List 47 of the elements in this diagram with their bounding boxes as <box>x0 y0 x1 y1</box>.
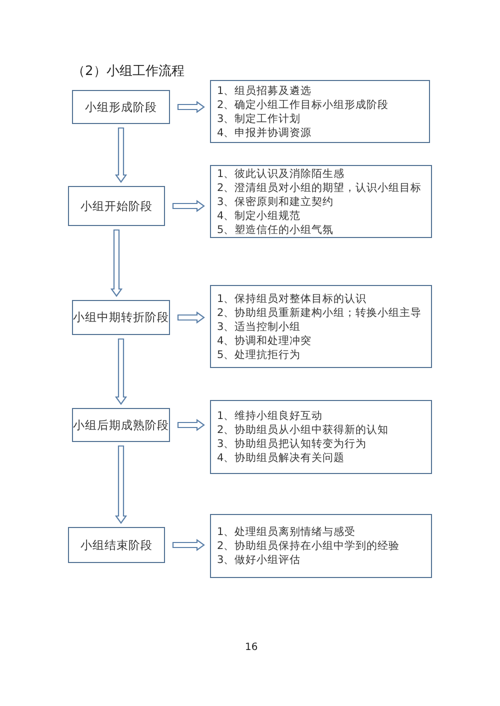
diagram-title: （2）小组工作流程 <box>72 63 184 80</box>
task-item: 2、澄清组员对小组的期望，认识小组目标 <box>217 180 423 194</box>
task-item: 3、做好小组评估 <box>217 553 302 567</box>
task-item: 5、塑造信任的小组气氛 <box>217 222 335 236</box>
stage-box <box>72 408 170 442</box>
task-list-box <box>210 285 432 368</box>
task-item: 1、组员招募及遴选 <box>217 84 313 98</box>
task-item: 4、协助组员解决有关问题 <box>217 451 346 465</box>
task-item: 2、协助组员保持在小组中学到的经验 <box>217 539 401 553</box>
task-list-box <box>210 514 432 578</box>
hollow-arrow <box>114 338 128 405</box>
stage-box <box>68 527 165 563</box>
task-item: 2、确定小组工作目标小组形成阶段 <box>217 98 390 112</box>
stage-label: 小组后期成熟阶段 <box>73 418 169 432</box>
hollow-arrow <box>177 418 205 432</box>
task-item: 2、协助组员从小组中获得新的认知 <box>217 423 390 437</box>
task-item: 4、制定小组规范 <box>217 208 302 222</box>
hollow-arrow <box>114 127 128 183</box>
task-item: 3、适当控制小组 <box>217 320 302 334</box>
stage-box <box>72 300 170 335</box>
hollow-arrow <box>110 229 123 297</box>
task-list-box <box>210 80 430 143</box>
task-item: 3、协助组员把认知转变为行为 <box>217 437 368 451</box>
stage-label: 小组中期转折阶段 <box>73 310 169 325</box>
stage-box <box>72 90 170 124</box>
task-item: 1、保持组员对整体目标的认识 <box>217 292 368 306</box>
hollow-arrow <box>172 538 205 552</box>
task-item: 3、保密原则和建立契约 <box>217 194 335 208</box>
hollow-arrow <box>177 311 205 324</box>
task-item: 1、维持小组良好互动 <box>217 409 324 423</box>
task-item: 3、制定工作计划 <box>217 112 302 126</box>
stage-label: 小组形成阶段 <box>85 100 157 114</box>
hollow-arrow <box>114 445 128 524</box>
task-item: 1、处理组员离别情绪与感受 <box>217 525 357 539</box>
stage-label: 小组结束阶段 <box>80 538 152 552</box>
stage-label: 小组开始阶段 <box>80 198 152 214</box>
task-list-box <box>210 400 432 474</box>
task-item: 2、协助组员重新建构小组；转换小组主导 <box>217 306 423 320</box>
stage-box <box>68 186 165 226</box>
hollow-arrow <box>177 100 205 114</box>
task-item: 4、申报并协调资源 <box>217 126 313 140</box>
task-list-box <box>210 165 432 238</box>
page-number: 16 <box>245 642 258 653</box>
task-item: 4、协调和处理冲突 <box>217 334 313 348</box>
task-item: 5、处理抗拒行为 <box>217 348 302 362</box>
task-item: 1、彼此认识及消除陌生感 <box>217 166 346 180</box>
hollow-arrow <box>172 200 205 212</box>
